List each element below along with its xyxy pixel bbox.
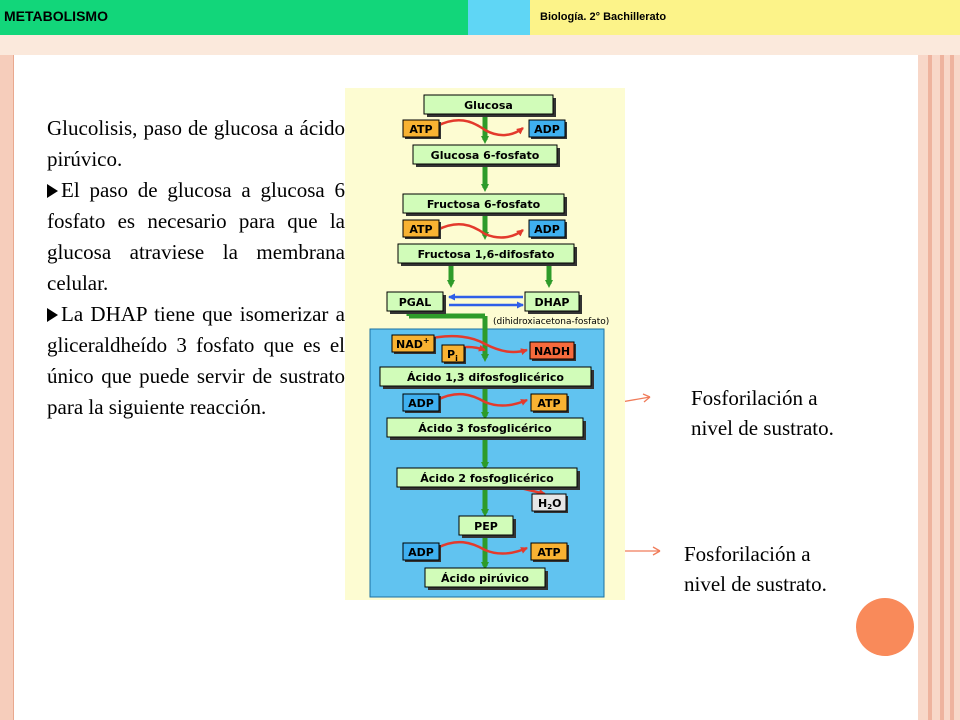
note-line: nivel de sustrato. (684, 572, 827, 596)
label-nadh: NADH (534, 345, 570, 358)
label-adp: ADP (408, 546, 434, 559)
intro-paragraph: Glucolisis, paso de glucosa a ácido pirú… (47, 116, 345, 171)
label-a2: Ácido 2 fosfoglicérico (420, 472, 554, 485)
label-h2o: H2O (538, 497, 561, 511)
label-pep: PEP (474, 520, 498, 533)
label-g6p: Glucosa 6-fosfato (431, 149, 540, 162)
box-pi: Pi (441, 344, 466, 364)
orange-circle-decor (856, 598, 914, 656)
label-glucosa: Glucosa (464, 99, 513, 112)
label-atp: ATP (409, 123, 432, 136)
box-dhap: DHAP (524, 291, 582, 314)
left-decor-line (13, 55, 14, 720)
box-h2o: H2O (531, 493, 568, 513)
label-dhap: DHAP (535, 296, 570, 309)
right-decor-stripe (940, 55, 944, 720)
box-glucosa: Glucosa (423, 94, 556, 117)
label-a3: Ácido 3 fosfoglicérico (418, 422, 552, 435)
header-course: Biología. 2° Bachillerato (540, 11, 667, 23)
label-nad: NAD+ (396, 336, 430, 351)
label-pi: Pi (447, 348, 458, 363)
bullet-item: El paso de glucosa a glucosa 6 fosfato e… (47, 175, 345, 299)
header-bar-blue (468, 0, 530, 35)
box-acido-1-3-difosfoglicerico: Ácido 1,3 difosfoglicérico (379, 366, 594, 389)
box-nad: NAD+ (391, 334, 436, 354)
label-pgal: PGAL (399, 296, 432, 309)
equilibrium-arrows (448, 293, 524, 309)
bullet-arrow-icon (47, 184, 58, 198)
label-adp: ADP (534, 123, 560, 136)
box-glucosa-6-fosfato: Glucosa 6-fosfato (412, 144, 560, 167)
label-atp: ATP (537, 397, 560, 410)
box-atp-1: ATP (402, 119, 441, 139)
box-acido-2-fosfoglicerico: Ácido 2 fosfoglicérico (396, 467, 580, 490)
header-divider (0, 35, 960, 55)
box-atp-4: ATP (530, 542, 569, 562)
label-adp: ADP (534, 223, 560, 236)
bullet-text: El paso de glucosa a glucosa 6 fosfato e… (47, 178, 345, 295)
label-atp: ATP (537, 546, 560, 559)
box-atp-3: ATP (530, 393, 569, 413)
label-dhap-full: (dihidroxiacetona-fosfato) (493, 317, 609, 327)
right-decor-stripe (928, 55, 932, 720)
header-bar-green (0, 0, 468, 35)
note-substrate-phosphorylation-2: Fosforilación a nivel de sustrato. (684, 539, 827, 599)
box-acido-3-fosfoglicerico: Ácido 3 fosfoglicérico (386, 417, 586, 440)
glycolysis-diagram: Glucosa ATP ADP Glucosa 6-fosfato Fructo… (345, 88, 625, 600)
right-decor-stripe (950, 55, 954, 720)
box-adp-2: ADP (528, 219, 567, 239)
bullet-arrow-icon (47, 308, 58, 322)
header-bar-yellow (530, 0, 960, 35)
box-nadh: NADH (529, 341, 576, 361)
label-atp: ATP (409, 223, 432, 236)
box-pep: PEP (458, 515, 516, 538)
box-adp-4: ADP (402, 542, 441, 562)
header-title: METABOLISMO (4, 8, 108, 24)
box-acido-piruvico: Ácido pirúvico (424, 567, 548, 590)
box-fructosa-6-fosfato: Fructosa 6-fosfato (402, 193, 567, 216)
left-decor-bar (0, 55, 13, 720)
note-substrate-phosphorylation-1: Fosforilación a nivel de sustrato. (691, 383, 834, 443)
box-fructosa-1-6-difosfato: Fructosa 1,6-difosfato (397, 243, 577, 266)
bullet-item: La DHAP tiene que isomerizar a glicerald… (47, 299, 345, 423)
box-atp-2: ATP (402, 219, 441, 239)
bullet-text: La DHAP tiene que isomerizar a glicerald… (47, 302, 345, 419)
label-f6p: Fructosa 6-fosfato (427, 198, 541, 211)
cofactor-arrows (422, 118, 546, 555)
note-line: Fosforilación a (684, 542, 811, 566)
body-text: Glucolisis, paso de glucosa a ácido pirú… (47, 113, 345, 423)
label-piruvico: Ácido pirúvico (441, 572, 529, 585)
note-line: Fosforilación a (691, 386, 818, 410)
label-a13: Ácido 1,3 difosfoglicérico (407, 371, 564, 384)
box-adp-3: ADP (402, 393, 441, 413)
label-f16: Fructosa 1,6-difosfato (418, 248, 555, 261)
label-adp: ADP (408, 397, 434, 410)
note-line: nivel de sustrato. (691, 416, 834, 440)
box-pgal: PGAL (386, 291, 446, 314)
box-adp-1: ADP (528, 119, 567, 139)
